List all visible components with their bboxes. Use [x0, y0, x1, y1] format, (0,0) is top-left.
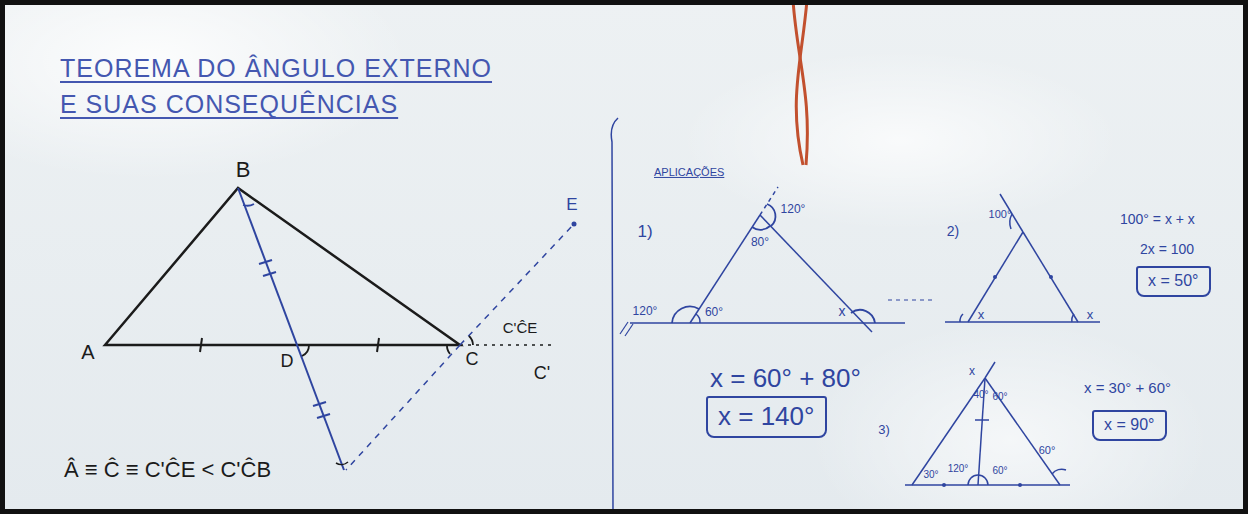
tick-mark — [200, 338, 202, 352]
figure-label: C — [464, 350, 481, 370]
point-marker — [942, 483, 946, 487]
exercise-label: 120° — [779, 203, 808, 216]
exercise-label: x — [837, 304, 848, 319]
angle-arc — [469, 336, 473, 345]
hanging-string — [793, 0, 807, 165]
angle-arc — [672, 307, 699, 323]
answer-box: x = 50° — [1136, 266, 1211, 297]
divider-mark — [620, 322, 628, 334]
exercise-label: 60° — [703, 306, 725, 319]
main-triangle — [105, 188, 460, 345]
equal-mark — [1049, 275, 1053, 279]
exercise-label: 40° — [971, 389, 990, 400]
dash-mark — [888, 299, 935, 300]
tick-mark — [259, 260, 272, 264]
exercise-label: x — [1085, 308, 1096, 322]
exercise-label: x — [967, 365, 977, 378]
point-marker — [1018, 483, 1022, 487]
exercise-label: 1) — [635, 223, 654, 242]
exercise-label: 120° — [946, 463, 971, 474]
dashed-segment — [346, 345, 460, 470]
exercise-label: x — [976, 308, 987, 322]
median-line — [238, 188, 344, 470]
tick-mark — [377, 338, 379, 352]
answer-text: x = 140° — [718, 402, 814, 432]
exercise-label: 100° — [987, 208, 1014, 220]
exercise-label: 2) — [945, 224, 961, 239]
answer-text: x = 50° — [1148, 272, 1198, 290]
title: TEOREMA DO ÂNGULO EXTERNO E SUAS CONSEQU… — [60, 50, 506, 123]
answer-text: x = 90° — [1104, 416, 1154, 434]
exercise-label: 120° — [631, 305, 660, 318]
divider-line — [611, 118, 618, 510]
answer-box: x = 90° — [1092, 410, 1167, 441]
angle-arc — [752, 226, 770, 230]
angle-arc — [851, 310, 875, 323]
triangle-side — [1023, 232, 1078, 322]
exercise-label: x = 60° + 80° — [708, 364, 863, 393]
exercise-label: 100° = x + x — [1118, 212, 1197, 227]
exercise-label: 30° — [921, 469, 940, 480]
triangle-side — [985, 378, 1060, 485]
point-marker — [572, 222, 577, 227]
answer-box: x = 140° — [706, 396, 827, 438]
tick-mark — [263, 272, 276, 276]
angle-arc — [960, 314, 963, 322]
angle-arc — [968, 475, 988, 485]
angle-arc — [1072, 314, 1074, 322]
exercise-label: 60° — [1037, 444, 1058, 456]
exercise-label: 3) — [876, 423, 892, 437]
angle-arc — [336, 462, 348, 465]
triangle-side — [690, 215, 760, 323]
exercise-label: x = 30° + 60° — [1082, 380, 1173, 397]
dashed-ray — [460, 224, 574, 345]
figure-label: A — [79, 341, 96, 363]
angle-arc — [1052, 469, 1066, 474]
equal-mark — [993, 275, 997, 279]
angle-arc — [447, 345, 450, 354]
tick-mark — [317, 414, 330, 418]
angle-arc — [243, 204, 254, 206]
exercise-label: 80° — [749, 236, 771, 249]
figure-label: E — [564, 196, 579, 215]
tick-mark — [313, 402, 326, 406]
angle-arc — [302, 345, 309, 356]
figure-label: C' — [532, 364, 552, 384]
divider-mark — [625, 324, 633, 336]
exercise-label: APLICAÇÕES — [652, 166, 726, 178]
exercise-label: 2x = 100 — [1138, 242, 1196, 257]
side-extension — [460, 344, 556, 346]
figure-label: B — [234, 158, 253, 182]
tick-mark — [975, 419, 989, 421]
exercise-label: 60° — [990, 465, 1009, 476]
figure-label: C'ĈE — [501, 320, 540, 337]
triangle-side — [760, 215, 872, 332]
figure-label: Â ≡ Ĉ ≡ C'ĈE < C'ĈB — [62, 458, 273, 482]
figure-label: D — [279, 352, 296, 372]
exercise-label: 60° — [990, 391, 1009, 402]
triangle-side — [968, 232, 1023, 322]
angle-arc — [696, 314, 700, 323]
side-extension — [985, 362, 995, 378]
hanging-string — [796, 0, 807, 165]
angle-arc — [767, 204, 775, 226]
